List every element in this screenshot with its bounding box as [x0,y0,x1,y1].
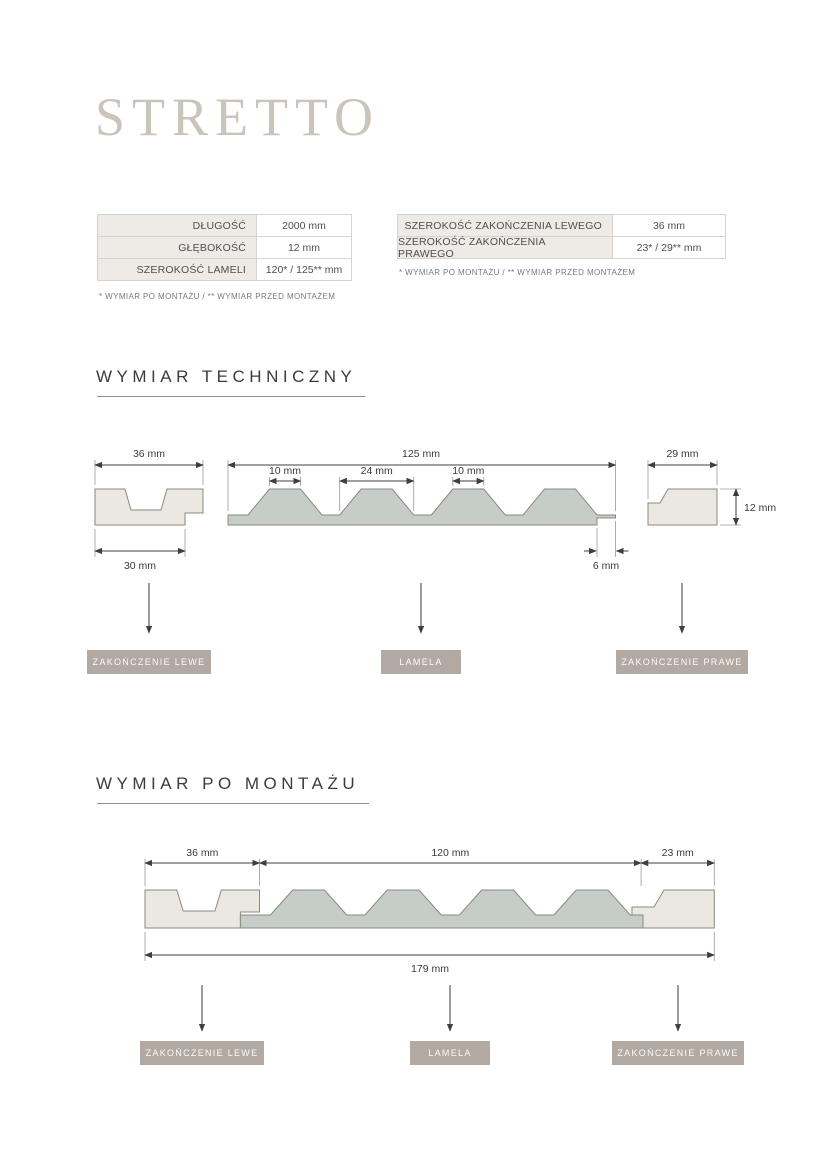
part-label-right-end: ZAKOŃCZENIE PRAWE [616,650,748,674]
spec-table-endings: SZEROKOŚĆ ZAKOŃCZENIA LEWEGO 36 mm SZERO… [397,214,726,260]
row-value: 120* / 125** mm [256,258,352,281]
left-end-profile-group: 36 mm 30 mm [94,448,204,572]
part-label-left-end: ZAKOŃCZENIE LEWE [87,650,211,674]
pointer-arrows [145,583,686,634]
section-heading-mounted: WYMIAR PO MONTAŻU [96,774,360,793]
dim-lamela-width: 125 mm [402,448,440,460]
dim-slat-top-b: 10 mm [452,465,484,477]
heading-underline [97,396,365,397]
part-label-lamela: LAMELA [410,1041,490,1065]
dim-mounted-middle: 120 mm [431,847,469,859]
dim-mounted-left: 36 mm [186,847,218,859]
lamela-profile-shape [227,488,616,526]
row-value: 2000 mm [256,214,352,237]
spec-table-dimensions: DŁUGOŚĆ 2000 mm GŁĘBOKOŚĆ 12 mm SZEROKOŚ… [97,214,352,281]
row-value: 23* / 29** mm [612,236,726,259]
dim-total-width: 179 mm [411,963,449,975]
dim-mounted-right: 23 mm [662,847,694,859]
mounted-top-dimensions: 36 mm 120 mm 23 mm [144,847,716,886]
footnote-right: * WYMIAR PO MONTAŻU / ** WYMIAR PRZED MO… [399,268,636,277]
section-heading-technical: WYMIAR TECHNICZNY [96,367,357,386]
row-label: SZEROKOŚĆ LAMELI [97,258,257,281]
dim-base-step: 6 mm [593,560,620,572]
table-row: DŁUGOŚĆ 2000 mm [97,214,352,237]
dim-slat-top-a: 10 mm [269,465,301,477]
dim-right-width: 29 mm [666,448,698,460]
dim-left-width: 36 mm [133,448,165,460]
lamela-profile-shape [239,889,660,929]
mounted-total-dimension: 179 mm [144,932,716,975]
mounted-profiles [144,889,715,929]
left-end-profile-shape [144,889,260,929]
dim-slat-bottom: 24 mm [361,465,393,477]
part-label-lamela: LAMELA [381,650,461,674]
row-label: GŁĘBOKOŚĆ [97,236,257,259]
right-end-profile-shape [647,488,718,526]
row-label: DŁUGOŚĆ [97,214,257,237]
right-end-profile-group: 29 mm 12 mm [647,448,776,526]
footnote-left: * WYMIAR PO MONTAŻU / ** WYMIAR PRZED MO… [99,292,336,301]
row-label: SZEROKOŚĆ ZAKOŃCZENIA LEWEGO [397,214,613,237]
lamela-profile-group: 125 mm 10 mm 24 mm 10 mm 6 mm [227,448,629,572]
table-row: SZEROKOŚĆ LAMELI 120* / 125** mm [97,258,352,281]
mounted-drawing: 36 mm 120 mm 23 mm 179 mm [144,847,716,1032]
right-end-profile-shape [631,889,715,929]
dim-depth: 12 mm [744,502,776,514]
row-value: 12 mm [256,236,352,259]
product-title: STRETTO [95,87,381,147]
left-end-profile-shape [94,488,204,526]
heading-underline [97,803,369,804]
row-value: 36 mm [612,214,726,237]
pointer-arrows [198,985,682,1032]
technical-drawing: 36 mm 30 mm 125 mm 10 mm 24 mm 10 mm [94,448,776,634]
part-label-right-end: ZAKOŃCZENIE PRAWE [612,1041,744,1065]
table-row: SZEROKOŚĆ ZAKOŃCZENIA PRAWEGO 23* / 29**… [397,236,726,260]
table-row: GŁĘBOKOŚĆ 12 mm [97,236,352,259]
row-label: SZEROKOŚĆ ZAKOŃCZENIA PRAWEGO [397,236,613,260]
table-row: SZEROKOŚĆ ZAKOŃCZENIA LEWEGO 36 mm [397,214,726,237]
dim-left-bottom: 30 mm [124,560,156,572]
part-label-left-end: ZAKOŃCZENIE LEWE [140,1041,264,1065]
